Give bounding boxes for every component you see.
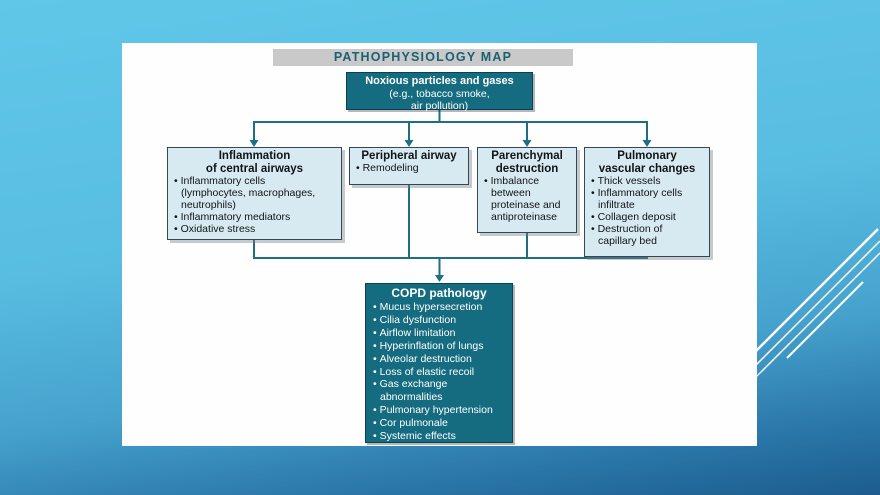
node-pulmonary-vascular-changes: Pulmonary vascular changes Thick vessels…: [584, 147, 710, 257]
list-item: Cilia dysfunction: [371, 314, 507, 327]
node-title: Peripheral airway: [361, 150, 457, 162]
node-parenchymal-destruction: Parenchymal destruction Imbalance betwee…: [477, 147, 577, 233]
node-copd-pathology: COPD pathology Mucus hypersecretion Cili…: [365, 283, 513, 443]
node-title: Pulmonary vascular changes: [598, 150, 696, 175]
page-title: PATHOPHYSIOLOGY MAP: [273, 49, 573, 66]
list-item: Alveolar destruction: [371, 353, 507, 366]
list-item: Mucus hypersecretion: [371, 301, 507, 314]
content-panel: PATHOPHYSIOLOGY MAP Noxious particles an…: [122, 43, 757, 446]
list-item: Destruction of capillary bed: [589, 223, 705, 248]
list-item: Pulmonary hypertension: [371, 404, 507, 417]
list-item: Oxidative stress: [172, 223, 337, 236]
node-title: COPD pathology: [391, 286, 487, 300]
node-title: Inflammation of central airways: [205, 150, 304, 175]
list-item: Remodeling: [354, 162, 464, 175]
list-item: Imbalance between proteinase and antipro…: [482, 175, 572, 224]
list-item: Loss of elastic recoil: [371, 366, 507, 379]
list-item: Airflow limitation: [371, 327, 507, 340]
node-peripheral-airway: Peripheral airway Remodeling: [349, 147, 469, 185]
node-title: Noxious particles and gases: [365, 75, 514, 87]
list-item: Inflammatory cells infiltrate: [589, 187, 705, 212]
list-item: Inflammatory cells (lymphocytes, macroph…: [172, 175, 337, 212]
list-item: Systemic effects: [371, 430, 507, 443]
list-item: Collagen deposit: [589, 211, 705, 224]
list-item: Thick vessels: [589, 175, 705, 188]
diagonal-accent-lines: [743, 228, 880, 386]
list-item: Inflammatory mediators: [172, 211, 337, 224]
node-title: Parenchymal destruction: [491, 150, 563, 175]
node-inflammation-central-airways: Inflammation of central airways Inflamma…: [167, 147, 342, 240]
list-item: Cor pulmonale: [371, 417, 507, 430]
list-item: Hyperinflation of lungs: [371, 340, 507, 353]
list-item: Gas exchange abnormalities: [371, 378, 507, 404]
node-subtitle: (e.g., tobacco smoke, air pollution): [389, 88, 490, 112]
node-noxious-particles: Noxious particles and gases (e.g., tobac…: [346, 72, 533, 112]
